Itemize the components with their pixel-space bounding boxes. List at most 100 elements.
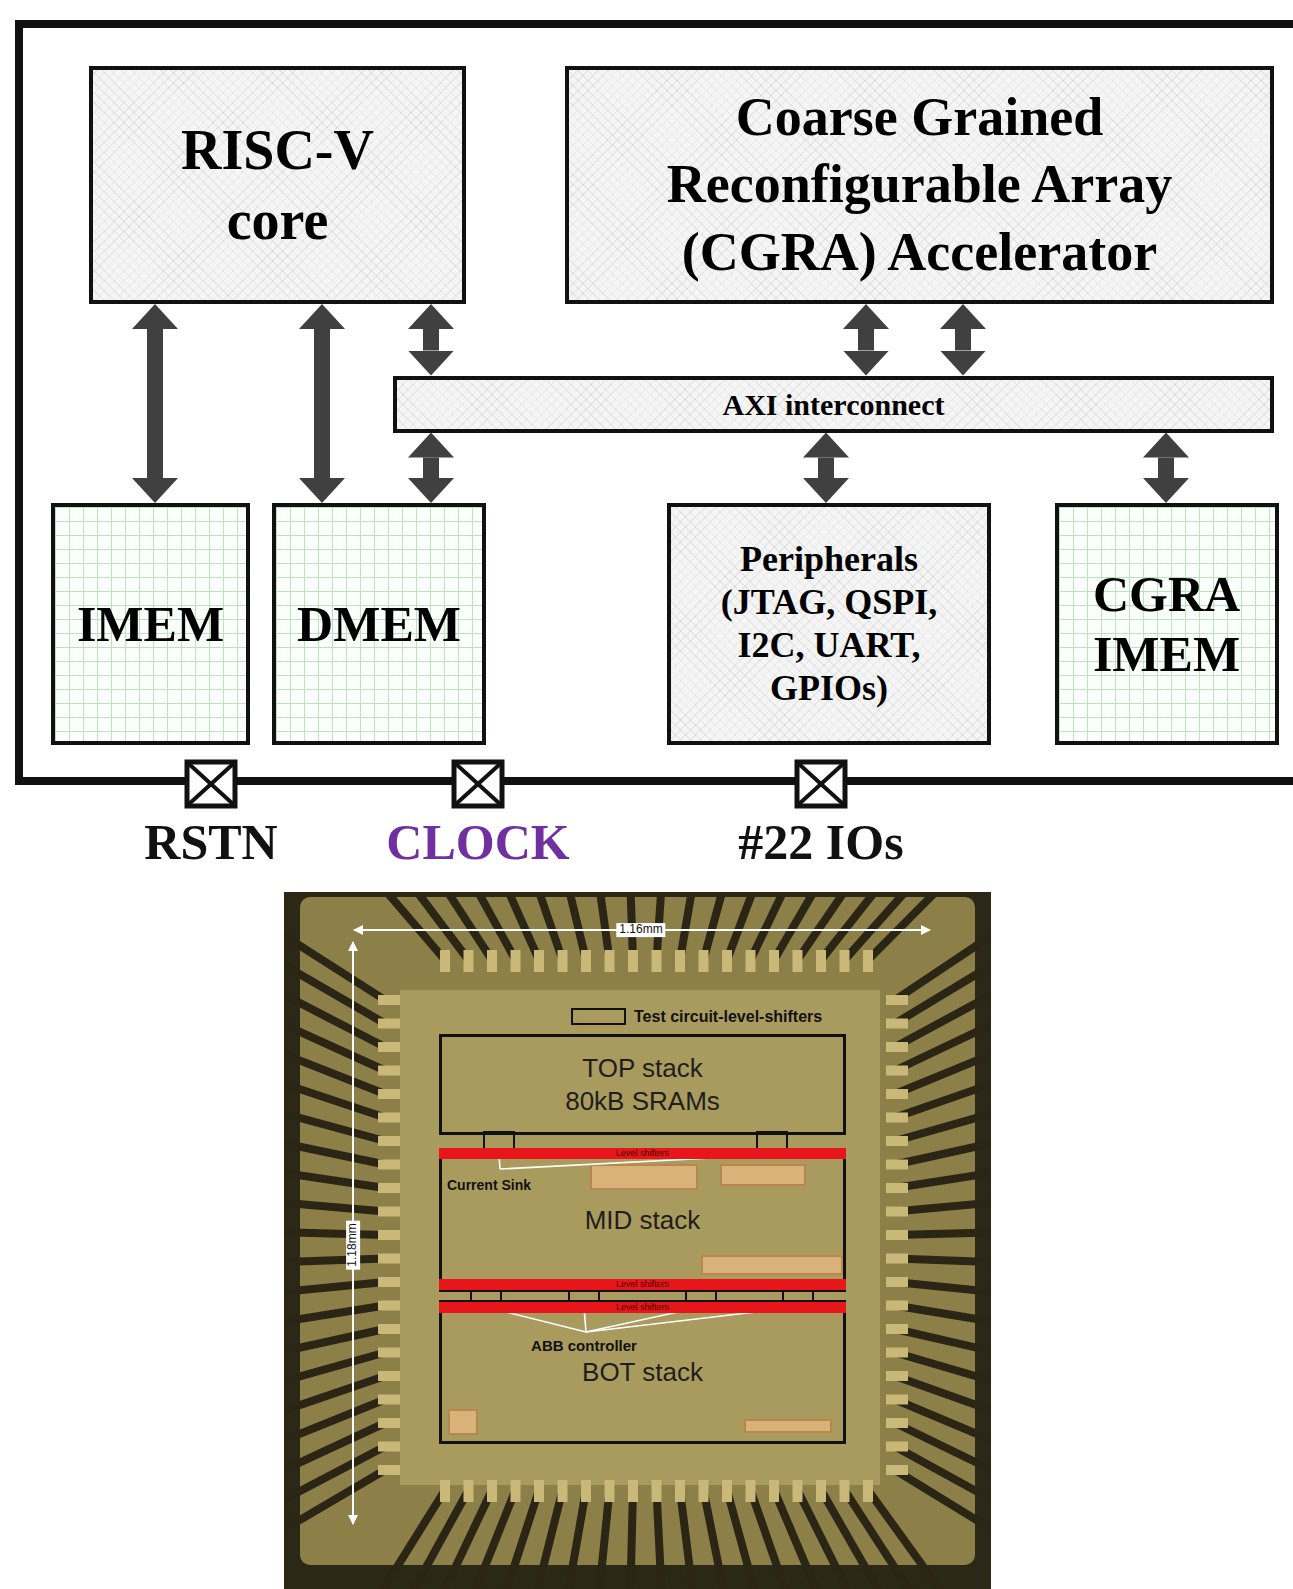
bond-pad bbox=[699, 950, 709, 972]
bond-pad bbox=[378, 1207, 400, 1217]
bond-pad bbox=[511, 1480, 521, 1502]
bond-wire bbox=[895, 1232, 991, 1235]
block-label: Level shifters bbox=[616, 1302, 669, 1313]
bond-wire bbox=[895, 1470, 991, 1538]
die-area bbox=[300, 897, 975, 1565]
block-label: CGRA IMEM bbox=[1067, 564, 1267, 684]
memory-block: IMEM bbox=[51, 503, 250, 745]
level-shifter-bar: Level shifters bbox=[439, 1302, 846, 1313]
die-feature bbox=[449, 1410, 477, 1434]
bond-wire bbox=[284, 1329, 385, 1354]
io-pad bbox=[797, 762, 845, 806]
bond-wire bbox=[284, 1171, 385, 1188]
bond-pad bbox=[378, 1371, 400, 1381]
bond-pad bbox=[581, 1480, 591, 1502]
bond-pad bbox=[378, 1301, 400, 1311]
bond-pad bbox=[378, 1254, 400, 1264]
bus-arrow bbox=[1158, 458, 1174, 479]
bond-wire bbox=[774, 892, 821, 960]
bond-pad bbox=[378, 1183, 400, 1193]
bond-pad bbox=[675, 1480, 685, 1502]
bond-wire bbox=[798, 1490, 853, 1589]
bond-pad bbox=[886, 1442, 908, 1452]
processor-block: Coarse Grained Reconfigurable Array (CGR… bbox=[565, 66, 1274, 304]
die-stack: MID stackLevel shiftersLevel shifters bbox=[439, 1148, 846, 1292]
die-photo bbox=[284, 892, 991, 1589]
bond-wire bbox=[567, 1490, 586, 1589]
bond-pad bbox=[746, 1480, 756, 1502]
block-label: DMEM bbox=[297, 594, 461, 654]
bond-pad bbox=[534, 1480, 544, 1502]
bond-pad bbox=[886, 1066, 908, 1076]
bond-wire bbox=[704, 892, 726, 960]
memory-block: CGRA IMEM bbox=[1055, 503, 1279, 745]
bus-arrow bbox=[423, 329, 439, 351]
bond-wire bbox=[868, 1490, 947, 1589]
bond-pad bbox=[628, 950, 638, 972]
processor-block: RISC-V core bbox=[89, 66, 466, 304]
bond-pad bbox=[652, 950, 662, 972]
bond-pad bbox=[440, 950, 450, 972]
bond-pad bbox=[378, 1324, 400, 1334]
bond-wire bbox=[895, 1259, 991, 1263]
bond-wire bbox=[284, 1400, 385, 1446]
bond-pad bbox=[699, 1480, 709, 1502]
bond-wire bbox=[535, 892, 562, 960]
bond-pad bbox=[886, 1183, 908, 1193]
block-label: Test circuit-level-shifters bbox=[634, 1007, 822, 1026]
bond-pad bbox=[886, 1019, 908, 1029]
interconnect-bus: AXI interconnect bbox=[393, 376, 1274, 433]
bus-arrow bbox=[314, 329, 330, 478]
bond-pad bbox=[816, 950, 826, 972]
die-feature bbox=[702, 1256, 842, 1274]
bond-wire bbox=[895, 1400, 991, 1446]
bond-wire bbox=[408, 892, 468, 960]
bond-pad bbox=[378, 1136, 400, 1146]
bond-pad bbox=[487, 1480, 497, 1502]
block-label: AXI interconnect bbox=[723, 388, 945, 421]
block-label: Coarse Grained Reconfigurable Array (CGR… bbox=[600, 84, 1240, 287]
bond-wire bbox=[535, 1490, 562, 1589]
photo-background bbox=[284, 892, 991, 1589]
chip-frame bbox=[19, 24, 1293, 781]
bond-pad bbox=[378, 1019, 400, 1029]
bond-wire bbox=[408, 1490, 468, 1589]
bond-pad bbox=[378, 1442, 400, 1452]
bond-pad bbox=[558, 1480, 568, 1502]
level-shifter-bar: Level shifters bbox=[439, 1148, 846, 1159]
bond-pad bbox=[558, 950, 568, 972]
bond-pad bbox=[378, 1042, 400, 1052]
bond-pad bbox=[746, 950, 756, 972]
bond-pad bbox=[886, 1207, 908, 1217]
bond-pad bbox=[863, 950, 873, 972]
bond-pad bbox=[886, 1160, 908, 1170]
bus-arrow bbox=[858, 329, 874, 351]
bond-pad bbox=[652, 1480, 662, 1502]
bond-wire bbox=[895, 988, 991, 1047]
bond-pad bbox=[886, 1465, 908, 1475]
block-label: MID stack bbox=[585, 1204, 701, 1237]
bond-pad bbox=[886, 1348, 908, 1358]
bond-pad bbox=[769, 1480, 779, 1502]
bond-pad bbox=[378, 1348, 400, 1358]
bond-wire bbox=[895, 1329, 991, 1354]
callout-label: Current Sink bbox=[447, 1177, 531, 1193]
bond-wire bbox=[284, 1423, 385, 1476]
pin-name: #22 IOs bbox=[738, 814, 903, 872]
bond-wire bbox=[895, 1171, 991, 1188]
bond-wire bbox=[503, 892, 539, 960]
bus-arrow bbox=[147, 329, 163, 478]
bond-pad bbox=[534, 950, 544, 972]
callout-label: ABB controller bbox=[531, 1337, 637, 1354]
bond-wire bbox=[284, 1259, 385, 1263]
bond-wire bbox=[895, 1140, 991, 1164]
block-label: TOP stack 80kB SRAMs bbox=[555, 1052, 730, 1117]
io-pad bbox=[454, 762, 502, 806]
bond-wire bbox=[284, 1201, 385, 1211]
block-label: Level shifters bbox=[616, 1148, 669, 1159]
bond-pad bbox=[722, 950, 732, 972]
bond-pad bbox=[378, 1089, 400, 1099]
io-pad bbox=[187, 762, 235, 806]
bond-pad bbox=[487, 950, 497, 972]
bond-pad bbox=[886, 1418, 908, 1428]
